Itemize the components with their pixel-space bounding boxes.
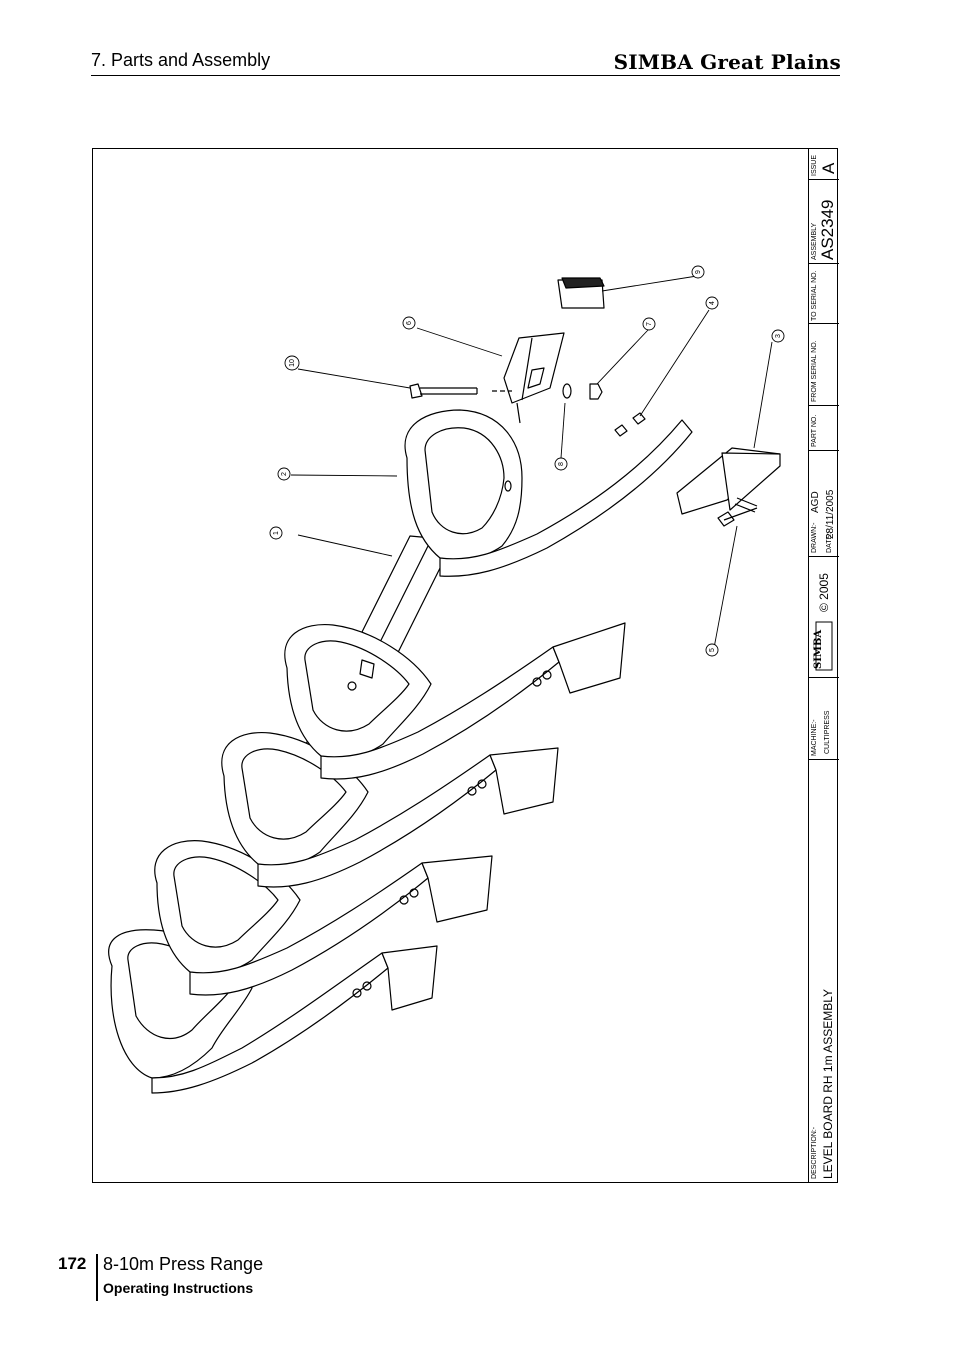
assembly-number: AS2349 (818, 199, 837, 261)
callout-4: 4 (709, 301, 716, 305)
machine-value: CULTIPRESS (824, 710, 831, 754)
machine-cell: MACHINE:- CULTIPRESS (809, 678, 839, 760)
callout-9: 9 (695, 270, 702, 274)
drawing-frame (92, 148, 838, 1183)
callout-2: 2 (281, 472, 288, 476)
clamp-bracket (503, 332, 565, 424)
nut-a (614, 424, 628, 437)
header-divider (91, 75, 840, 76)
description-label: DESCRIPTION:- (811, 1126, 818, 1179)
washer (562, 383, 572, 399)
from-serial-label: FROM SERIAL NO. (811, 340, 818, 402)
nut-b (632, 412, 646, 425)
issue-label: ISSUE (811, 154, 818, 176)
product-range: 8-10m Press Range (103, 1254, 264, 1274)
callout-10: 10 (289, 359, 296, 367)
issue-value: A (819, 162, 838, 174)
end-cap (557, 277, 605, 309)
nut-7 (589, 383, 603, 400)
callout-7: 7 (646, 322, 653, 326)
footer-divider (96, 1254, 98, 1301)
machine-label: MACHINE:- (811, 719, 818, 756)
long-bolt (409, 383, 512, 399)
drawn-label: DRAWN:- (811, 522, 818, 553)
callout-5: 5 (709, 648, 716, 652)
callout-6: 6 (406, 321, 413, 325)
brand-logo: SIMBA Great Plains (613, 50, 841, 74)
part-no-label: PART NO. (811, 414, 818, 447)
to-serial-label: TO SERIAL NO. (811, 270, 818, 321)
copyright-cell: SIMBA © 2005 (809, 557, 839, 678)
date-value: 28/11/2005 (825, 489, 836, 539)
issue-cell: ISSUE A (809, 148, 839, 180)
simba-logo-icon (815, 621, 833, 671)
part-no-cell: PART NO. (809, 406, 839, 451)
bolts (717, 497, 758, 527)
title-block: ISSUE A ASSEMBLY AS2349 TO SERIAL NO. FR… (808, 148, 839, 1183)
description-value: LEVEL BOARD RH 1m ASSEMBLY (821, 988, 835, 1179)
page-number: 172 (58, 1254, 87, 1273)
from-serial-cell: FROM SERIAL NO. (809, 324, 839, 406)
assembly-label: ASSEMBLY (811, 222, 818, 260)
simba-logo-text: SIMBA (813, 629, 824, 669)
callout-8: 8 (558, 462, 565, 466)
callout-3: 3 (775, 334, 782, 338)
callout-1: 1 (273, 531, 280, 535)
drawn-value: AGD (810, 491, 821, 513)
assembly-cell: ASSEMBLY AS2349 (809, 180, 839, 264)
section-title: 7. Parts and Assembly (91, 50, 271, 70)
drawn-date-cell: DRAWN:- AGD DATE:- 28/11/2005 (809, 451, 839, 557)
document-type: Operating Instructions (103, 1280, 254, 1296)
scraper-upper (284, 622, 626, 780)
copyright-text: © 2005 (817, 573, 831, 612)
scraper-top (404, 409, 693, 577)
assembly-drawing: 1 2 3 4 5 6 7 8 9 10 (108, 265, 785, 1094)
to-serial-cell: TO SERIAL NO. (809, 264, 839, 324)
description-cell: DESCRIPTION:- LEVEL BOARD RH 1m ASSEMBLY (809, 760, 839, 1183)
